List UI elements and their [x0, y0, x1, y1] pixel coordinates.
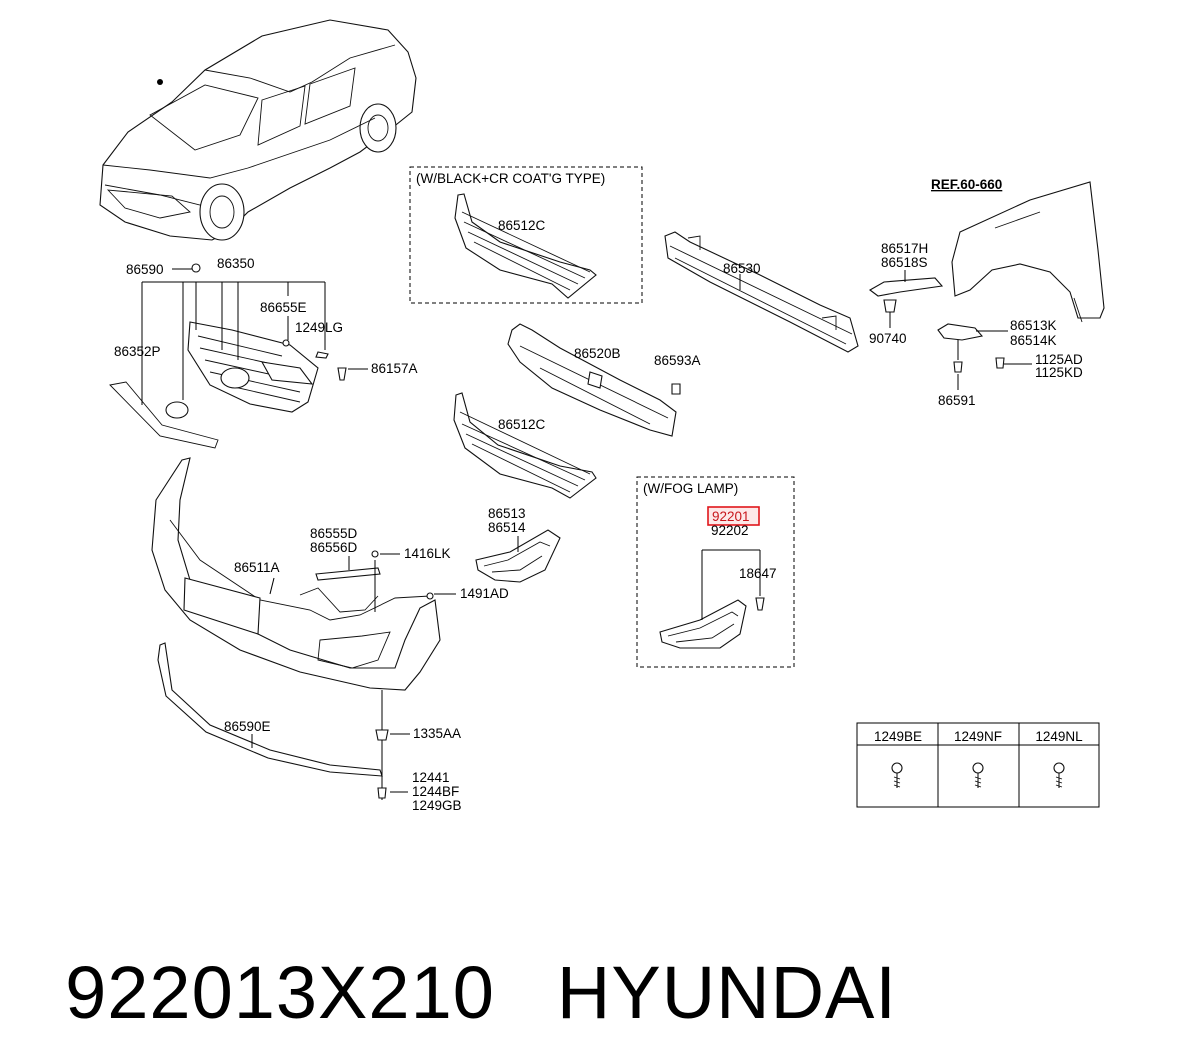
part-callout: 86514K	[1010, 333, 1057, 348]
part-callout: 86157A	[371, 361, 418, 376]
screw-table-header: 1249NF	[954, 729, 1002, 744]
part-callout: 12441	[412, 770, 450, 785]
footer-caption: 922013X210 HYUNDAI	[22, 858, 897, 1034]
part-callout: 18647	[739, 566, 777, 581]
radiator-grille	[109, 263, 347, 449]
car-illustration	[99, 19, 417, 241]
part-callout: 86512C	[498, 417, 546, 432]
screw-table: 1249BE 1249NF 1249NL	[856, 722, 1100, 808]
front-fender	[869, 181, 1105, 373]
part-number: 922013X210	[65, 951, 495, 1034]
part-callout: 86590E	[224, 719, 271, 734]
lower-lip-moulding	[157, 642, 383, 777]
energy-absorber	[507, 323, 681, 437]
part-callout: 1125AD	[1035, 352, 1083, 367]
part-callout: 1249GB	[412, 798, 462, 813]
fog-lamp-bezel	[659, 597, 765, 649]
screw-icon	[891, 762, 903, 788]
part-callout: 86350	[217, 256, 255, 271]
part-callout: 1244BF	[412, 784, 459, 799]
part-callout: 86593A	[654, 353, 701, 368]
part-callout: 86511A	[234, 560, 280, 575]
part-callout: 86530	[723, 261, 761, 276]
part-callout: 86555D	[310, 526, 358, 541]
front-bumper-cover	[151, 457, 441, 691]
grille-insert-upper	[454, 193, 597, 299]
variant-label-black-cr: (W/BLACK+CR COAT'G TYPE)	[416, 171, 605, 186]
part-callout: 86352P	[114, 344, 161, 359]
part-callout: 86513K	[1010, 318, 1057, 333]
part-callout: 86513	[488, 506, 526, 521]
parts-diagram: 1249BE 1249NF 1249NL (W/BLACK+CR COAT'G …	[99, 19, 1105, 813]
screw-table-header: 1249BE	[874, 729, 922, 744]
part-callout: 86518S	[881, 255, 928, 270]
highlighted-part-box	[707, 506, 760, 526]
part-callout: 86655E	[260, 300, 307, 315]
part-callout: 92202	[711, 523, 749, 538]
part-callout: 86591	[938, 393, 976, 408]
screw-table-header: 1249NL	[1035, 729, 1083, 744]
highlighted-part-label: 92201	[712, 509, 750, 524]
part-callout: 86590	[126, 262, 164, 277]
fog-lamp-leader-lines	[701, 549, 761, 620]
variant-box-fog-lamp	[636, 476, 795, 668]
part-callout: 1335AA	[413, 726, 461, 741]
variant-label-fog-lamp: (W/FOG LAMP)	[643, 481, 738, 496]
part-callout: 1416LK	[404, 546, 451, 561]
part-callout: 86556D	[310, 540, 358, 555]
part-callout: 1491AD	[460, 586, 509, 601]
part-callout: 86512C	[498, 218, 546, 233]
screw-icon	[972, 762, 984, 788]
part-callout: 1125KD	[1035, 365, 1083, 380]
brand-name: HYUNDAI	[556, 951, 897, 1034]
bumper-beam	[664, 231, 859, 353]
part-callout: 86514	[488, 520, 526, 535]
variant-box-black-cr	[409, 166, 643, 304]
part-callout: 90740	[869, 331, 907, 346]
part-callout: 86517H	[881, 241, 928, 256]
part-callout: 1249LG	[295, 320, 343, 335]
screw-icon	[1053, 762, 1065, 788]
grille-leader-lines	[141, 268, 368, 405]
grille-insert-lower	[453, 392, 597, 499]
reference-label: REF.60-660	[931, 177, 1002, 192]
fog-lamp-cover	[475, 529, 561, 583]
part-callout: 86520B	[574, 346, 621, 361]
fender-leader-lines	[889, 270, 1032, 390]
